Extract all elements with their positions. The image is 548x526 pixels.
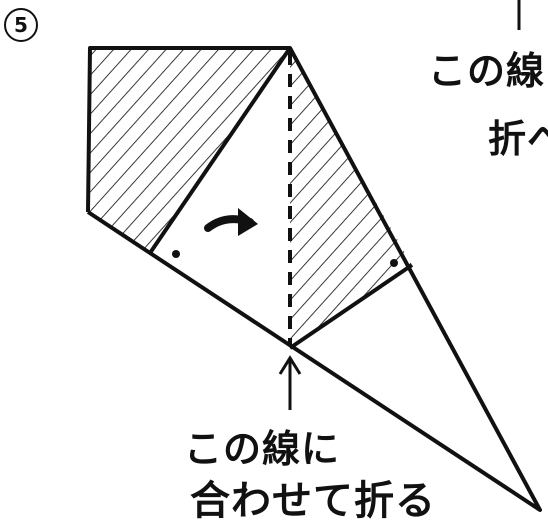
step-number-badge: 5 [4, 8, 38, 42]
corner-dot-left [172, 250, 180, 258]
paper-outline [86, 46, 542, 512]
flap-edge-right [288, 263, 414, 350]
top-note-line1: この線 [428, 49, 546, 93]
hatched-region-left [88, 48, 290, 253]
top-note-line2: 折へ [488, 117, 548, 161]
pointer-arrow-head [278, 355, 302, 375]
corner-dot-right [390, 259, 398, 267]
bottom-note-line2: 合わせて折る [190, 478, 436, 524]
bottom-note-line1: この線に [184, 427, 341, 471]
flap-edge-left [148, 46, 292, 255]
fold-arrow-head [238, 208, 258, 236]
hatched-region-right [290, 52, 412, 348]
